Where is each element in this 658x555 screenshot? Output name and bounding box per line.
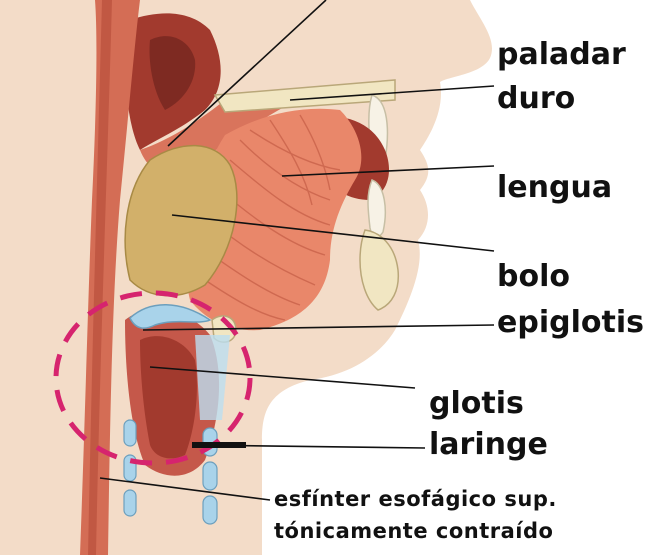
laringe-pointer-mark [192, 442, 246, 448]
label-esfinter-line2: tónicamente contraído [274, 521, 553, 542]
label-lengua: lengua [497, 173, 612, 203]
label-laringe: laringe [429, 430, 548, 460]
label-esfinter-line1: esfínter esofágico sup. [274, 489, 557, 510]
label-duro: duro [497, 84, 575, 114]
label-glotis: glotis [429, 389, 524, 419]
label-bolo: bolo [497, 262, 570, 292]
esophagus-cartilage [124, 420, 136, 516]
label-paladar: paladar [497, 40, 626, 70]
label-epiglotis: epiglotis [497, 308, 644, 338]
